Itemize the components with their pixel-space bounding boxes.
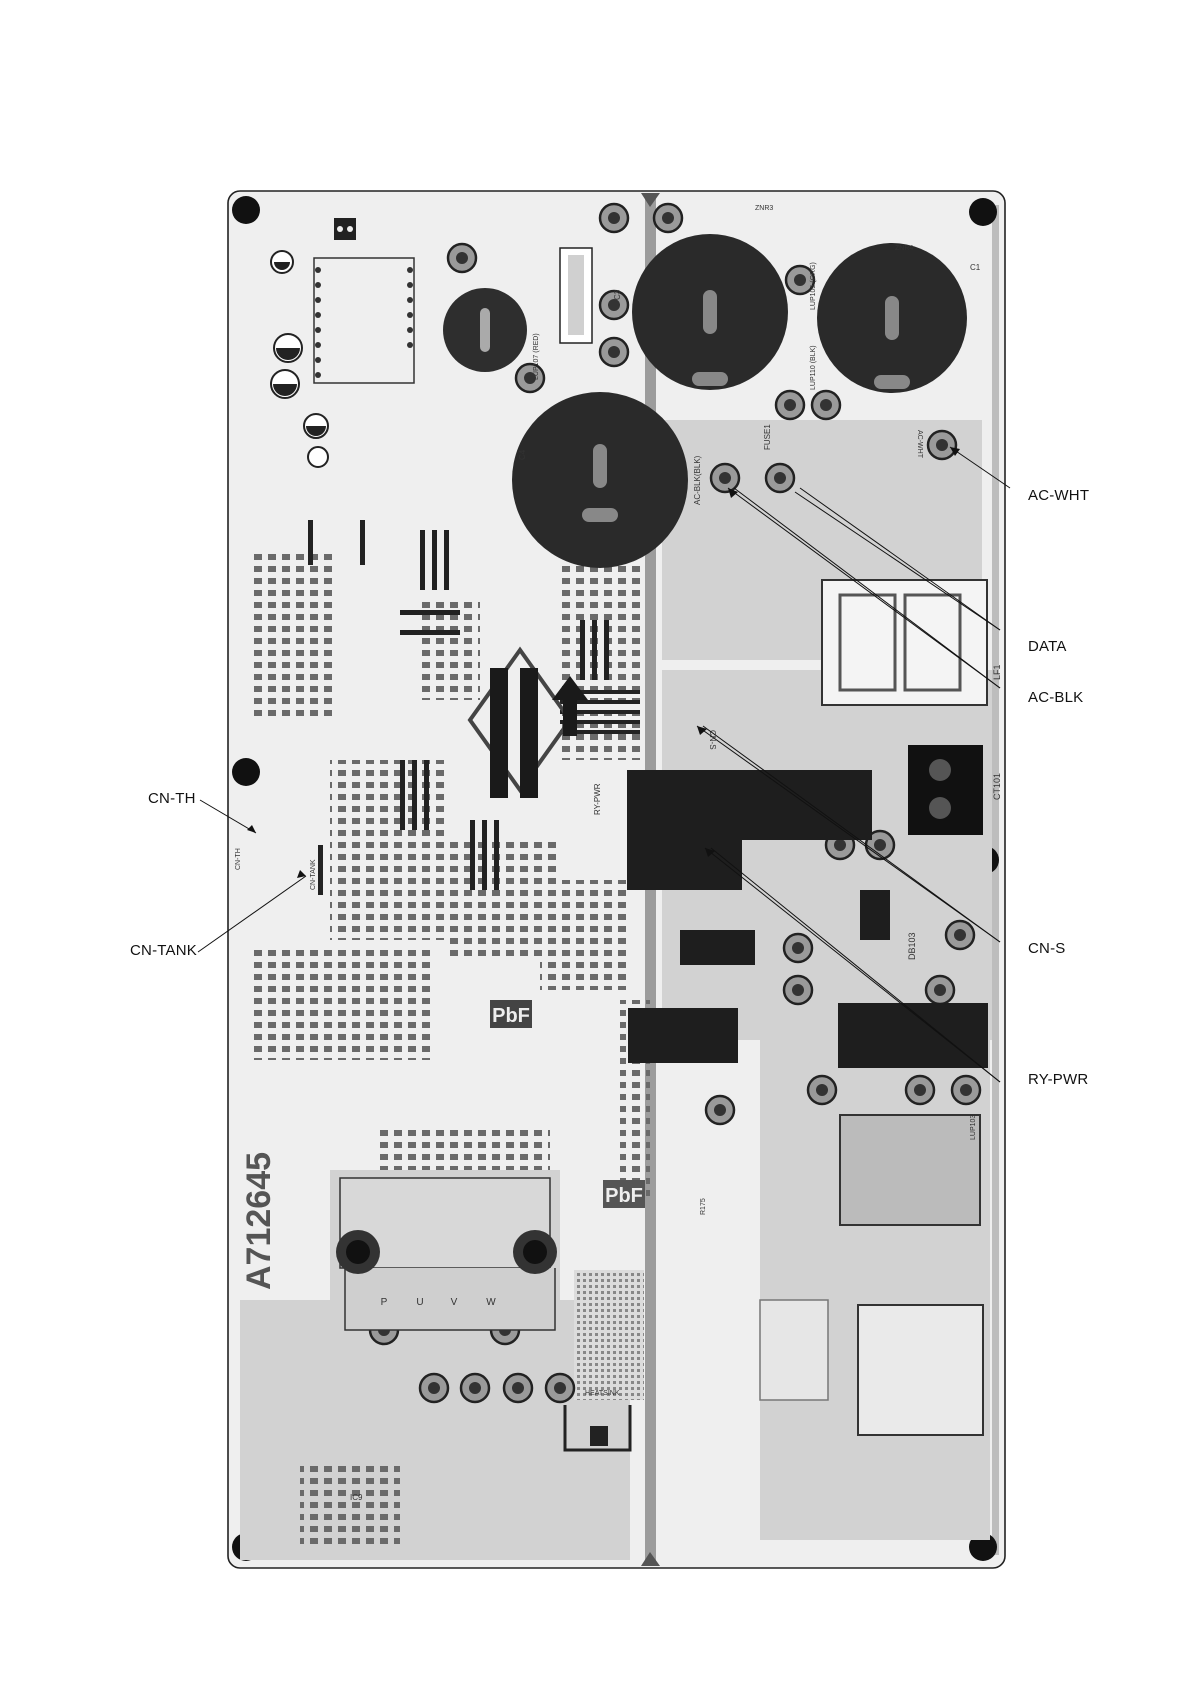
svg-text:PbF: PbF bbox=[605, 1185, 643, 1207]
callout-cn-tank: CN-TANK bbox=[130, 942, 197, 959]
pad-hole bbox=[834, 839, 846, 851]
ipm-terminal-label-w: W bbox=[486, 1297, 496, 1308]
silk-db103: DB103 bbox=[907, 932, 917, 960]
silk-lup110: LUP110 (BLK) bbox=[810, 345, 817, 390]
silk-lf1: LF1 bbox=[992, 664, 1002, 680]
silk-heatsink: HEATSINK bbox=[585, 1390, 620, 1397]
callout-ry-pwr: RY-PWR bbox=[1028, 1071, 1088, 1088]
silk-fuse: FUSE1 bbox=[763, 424, 772, 450]
pad-hole bbox=[512, 1382, 524, 1394]
pbf-mark-2: PbF bbox=[603, 1180, 645, 1208]
pad-hole bbox=[792, 942, 804, 954]
svg-text:PbF: PbF bbox=[492, 1005, 530, 1027]
silk-lup105: LUP105 (ORG) bbox=[810, 262, 817, 310]
pad-hole bbox=[794, 274, 806, 286]
silk-zkr4: ZNR4 bbox=[895, 245, 913, 252]
pad-hole bbox=[934, 984, 946, 996]
callout-cn-th: CN-TH bbox=[148, 790, 196, 807]
callout-cn-s: CN-S bbox=[1028, 940, 1065, 957]
silk-cn-tank: CN-TANK bbox=[310, 859, 317, 890]
silk-c3: C3 bbox=[613, 289, 622, 300]
silk-c1: C1 bbox=[970, 263, 981, 272]
silk-lup107: LUP107 (RED) bbox=[533, 333, 540, 380]
callout-ac-wht: AC-WHT bbox=[1028, 487, 1089, 504]
silk-ac-blk: AC-BLK(BLK) bbox=[693, 455, 702, 505]
pad-hole bbox=[936, 439, 948, 451]
ipm-terminal-label-u: U bbox=[416, 1297, 423, 1308]
silk-lup103: LUP103 bbox=[970, 1115, 977, 1140]
board-code: A712645 bbox=[240, 1152, 278, 1290]
pad-hole bbox=[774, 472, 786, 484]
pad-hole bbox=[714, 1104, 726, 1116]
pad-hole bbox=[816, 1084, 828, 1096]
callout-ac-blk: AC-BLK bbox=[1028, 689, 1083, 706]
ipm-module bbox=[336, 1178, 557, 1330]
silk-ac-wht: AC-WHT bbox=[916, 430, 923, 459]
ipm-terminal-label-v: V bbox=[451, 1297, 458, 1308]
callout-data: DATA bbox=[1028, 638, 1067, 655]
pbf-mark-1: PbF bbox=[490, 1000, 532, 1028]
silk-ct101: CT101 bbox=[992, 773, 1002, 800]
pad-hole bbox=[662, 212, 674, 224]
silk-ic9: IC9 bbox=[350, 1493, 363, 1502]
line-filter bbox=[822, 580, 987, 705]
pad-hole bbox=[820, 399, 832, 411]
pad-hole bbox=[954, 929, 966, 941]
silk-zkr3: ZNR3 bbox=[755, 205, 773, 212]
pad-hole bbox=[784, 399, 796, 411]
pad-hole bbox=[719, 472, 731, 484]
pad-hole bbox=[456, 252, 468, 264]
ct101-block bbox=[908, 745, 983, 835]
silk-c4: C4 bbox=[518, 449, 527, 460]
pad-hole bbox=[792, 984, 804, 996]
silk-r175: R175 bbox=[700, 1198, 707, 1215]
pad-hole bbox=[428, 1382, 440, 1394]
ipm-terminal-label-p: P bbox=[381, 1297, 388, 1308]
pad-hole bbox=[608, 212, 620, 224]
pad-hole bbox=[554, 1382, 566, 1394]
silk-cn-th: CN-TH bbox=[235, 848, 242, 870]
silk-ry-pwr: RY-PWR bbox=[593, 783, 602, 815]
pad-hole bbox=[914, 1084, 926, 1096]
pad-hole bbox=[960, 1084, 972, 1096]
pad-hole bbox=[608, 346, 620, 358]
pad-hole bbox=[874, 839, 886, 851]
pad-hole bbox=[469, 1382, 481, 1394]
